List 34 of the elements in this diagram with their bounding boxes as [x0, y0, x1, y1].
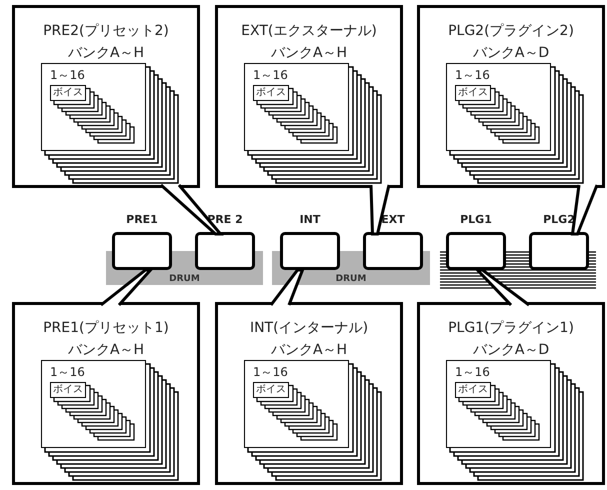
voice-box: ボイス	[50, 85, 86, 101]
voice-range-label: 1～16	[455, 364, 490, 381]
bank-range-label: バンクA～H	[270, 44, 348, 62]
bank-range-label: バンクA～D	[472, 341, 550, 359]
button-label: PRE1	[125, 213, 159, 226]
callout-tail	[270, 268, 305, 306]
bank-range-label: バンクA～H	[66, 44, 146, 62]
voice-range-label: 1～16	[253, 67, 288, 84]
button-label: INT	[298, 213, 322, 226]
voice-range-label: 1～16	[50, 364, 85, 381]
band-label: DRUM	[334, 274, 368, 284]
bank-range-label: バンクA～D	[472, 44, 550, 62]
voice-range-label: 1～16	[50, 67, 85, 84]
callout-title: PRE1(プリセット1)	[42, 319, 170, 337]
voice-box: ボイス	[455, 382, 491, 398]
voice-box: ボイス	[455, 85, 491, 101]
callout-title: EXT(エクスターナル)	[240, 22, 378, 40]
callout-title: INT(インターナル)	[248, 319, 370, 337]
voice-box: ボイス	[253, 382, 289, 398]
bank-range-label: バンクA～H	[270, 341, 348, 359]
callout-title: PLG2(プラグイン2)	[447, 22, 575, 40]
button-label: PLG1	[459, 213, 493, 226]
voice-range-label: 1～16	[253, 364, 288, 381]
callout-tail	[160, 184, 224, 236]
button-label: EXT	[380, 213, 406, 226]
callout-title: PRE2(プリセット2)	[42, 22, 170, 40]
voice-range-label: 1～16	[455, 67, 490, 84]
callout-title: PLG1(プラグイン1)	[447, 319, 575, 337]
callout-tail	[474, 268, 530, 306]
bank-range-label: バンクA～H	[66, 341, 146, 359]
callout-tail	[100, 268, 154, 306]
voice-box: ボイス	[253, 85, 289, 101]
voice-box: ボイス	[50, 382, 86, 398]
band-label: DRUM	[168, 274, 201, 284]
